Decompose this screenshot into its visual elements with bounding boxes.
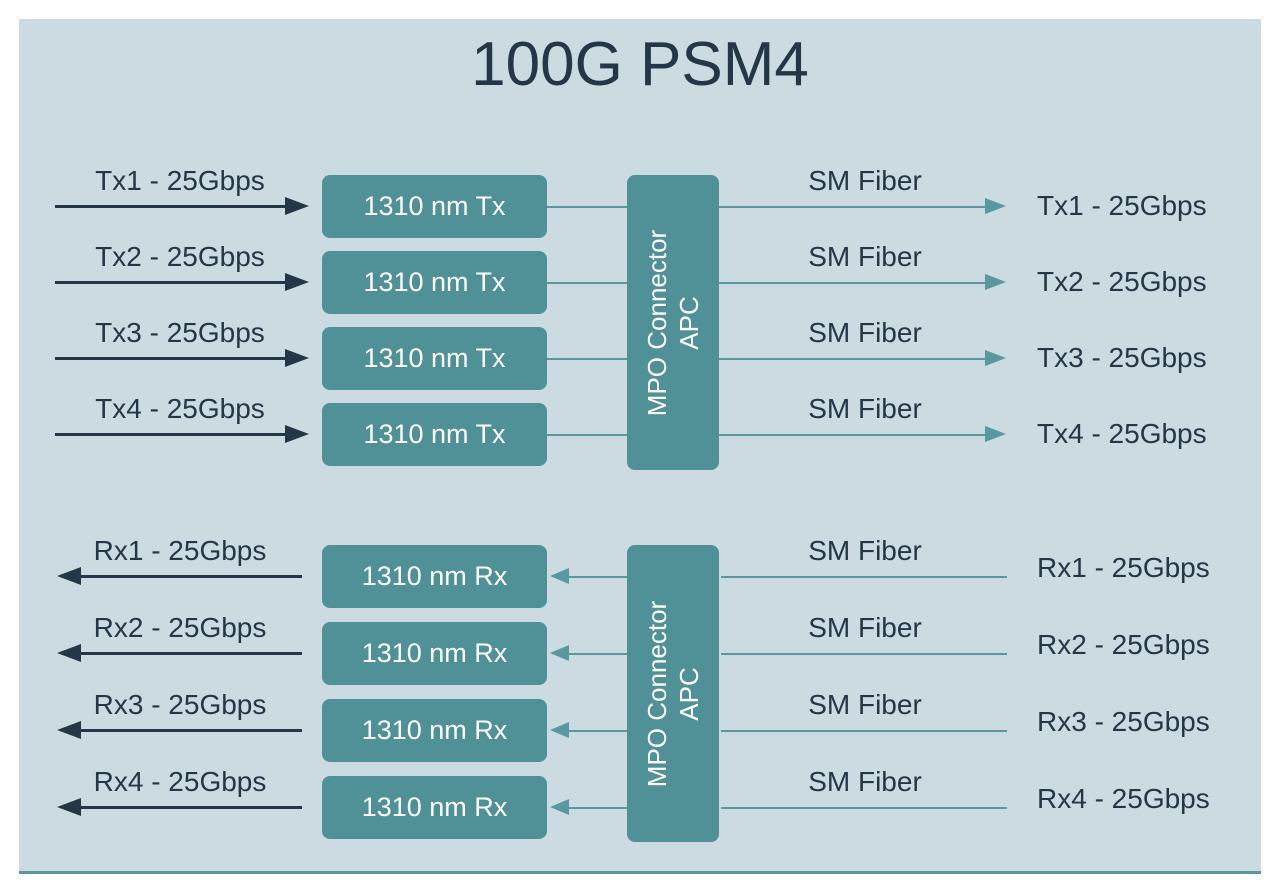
mpo-connector-rx: MPO Connector APC [627,545,719,842]
mpo-connector-tx-line2: APC [674,295,704,350]
mpo-connector-rx-line2: APC [674,666,704,721]
mpo-connector-rx-label: MPO Connector APC [641,600,705,786]
diagram-title: 100G PSM4 [471,30,809,99]
mpo-connector-tx-label: MPO Connector APC [641,229,705,415]
mpo-connector-tx: MPO Connector APC [627,175,719,470]
mpo-connector-rx-line1: MPO Connector [642,600,672,787]
mpo-connector-tx-line1: MPO Connector [642,229,672,416]
